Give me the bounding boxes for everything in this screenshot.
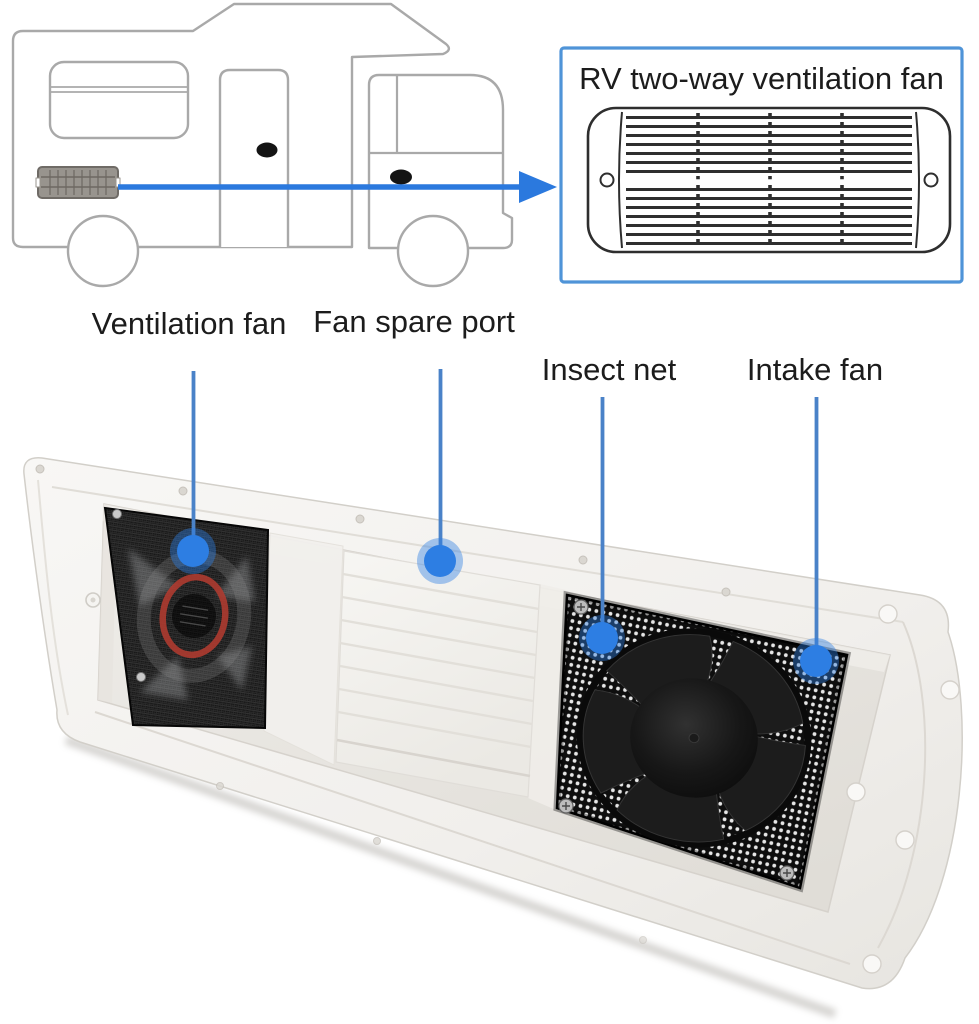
callout-pointers (170, 369, 839, 684)
inset-box (559, 46, 964, 284)
recess-divider-wall-2 (528, 584, 566, 810)
callout-dot-intake-fan (793, 638, 839, 684)
grille-screw-left (599, 172, 615, 188)
intake-fan-right (542, 590, 852, 893)
label-intake-fan: Intake fan (746, 352, 884, 387)
ventilation-fan-left (103, 506, 270, 730)
flow-arrow-icon (118, 171, 557, 203)
grille-screw-right (923, 172, 939, 188)
recess-divider-wall (263, 532, 344, 766)
label-insect-net: Insect net (541, 352, 677, 387)
panel-screw-bosses (846, 604, 960, 974)
callout-dot-insect-net (579, 615, 625, 661)
callout-dot-fan-spare-port (417, 538, 463, 584)
label-fan-spare-port: Fan spare port (313, 304, 515, 339)
panel-screw-holes (35, 464, 731, 944)
product-photo (23, 457, 963, 1019)
rv-cab (367, 73, 514, 250)
grille-slats (626, 116, 912, 245)
rv-front-wheel (396, 214, 470, 288)
callout-dot-ventilation-fan (170, 528, 216, 574)
fan-spare-port-panel (335, 550, 541, 798)
rv-cab-handle (390, 169, 412, 185)
rv-rear-wheel (66, 214, 140, 288)
panel-shadow (64, 735, 837, 1019)
rv-door-handle (256, 142, 278, 158)
label-ventilation-fan: Ventilation fan (91, 306, 287, 341)
rv-cab-lines (369, 76, 503, 155)
rv-vent-grille (35, 166, 121, 199)
inset-box-title: RV two-way ventilation fan (579, 61, 944, 96)
right-fan-shroud (576, 628, 812, 848)
right-fan-screws (558, 599, 795, 881)
rv-door (218, 68, 290, 247)
spare-port-ribs (337, 572, 540, 749)
rv-outline-drawing (11, 2, 514, 288)
panel-latch-ring (85, 592, 101, 608)
left-fan-screws (112, 509, 146, 682)
left-fan-blade-glints (128, 548, 255, 700)
vent-grille-illustration (586, 106, 952, 254)
rv-window-lines (51, 86, 187, 93)
rv-window (48, 60, 190, 140)
left-fan-red-ring (159, 573, 229, 659)
